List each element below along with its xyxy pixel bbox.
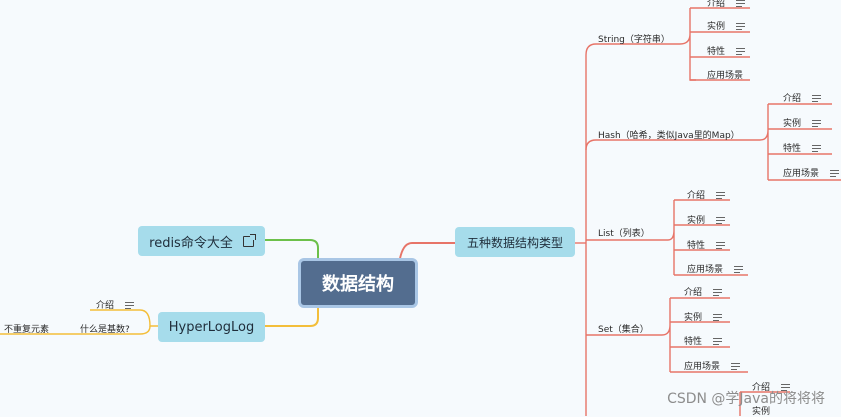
watermark: CSDN @学Java的将将将	[667, 391, 825, 407]
connector-center-hll	[265, 308, 319, 327]
note-lines-icon	[735, 46, 745, 57]
hash-intro-label: 介绍	[783, 94, 802, 104]
note-lines-icon	[712, 287, 722, 298]
set-feature-item[interactable]: 特性	[684, 334, 722, 347]
note-lines-icon	[811, 143, 821, 154]
list-example-item[interactable]: 实例	[687, 213, 725, 226]
note-lines-icon	[735, 21, 745, 32]
note-lines-icon	[715, 215, 725, 226]
partial-example-item[interactable]: 实例	[752, 404, 770, 417]
hll-answer-item[interactable]: 不重复元素	[4, 322, 49, 335]
list-intro-item[interactable]: 介绍	[687, 188, 725, 201]
note-lines-icon	[780, 382, 790, 393]
hll-question-item[interactable]: 什么是基数?	[80, 322, 130, 335]
note-lines-icon	[712, 312, 722, 323]
string-feature-item[interactable]: 特性	[707, 44, 745, 57]
string-scenario-item[interactable]: 应用场景	[707, 68, 743, 81]
string-example-label: 实例	[707, 22, 726, 32]
hll-intro-item[interactable]: 介绍	[96, 298, 134, 311]
structure-string-label: String（字符串）	[598, 35, 670, 45]
partial-example-label: 实例	[752, 407, 771, 417]
set-scenario-item[interactable]: 应用场景	[684, 359, 740, 372]
data-structure-types-label: 五种数据结构类型	[466, 235, 563, 250]
set-intro-item[interactable]: 介绍	[684, 285, 722, 298]
set-intro-label: 介绍	[684, 288, 703, 298]
connector-center-redis	[265, 239, 319, 258]
string-feature-label: 特性	[707, 47, 726, 57]
redis-commands-label: redis命令大全	[149, 235, 233, 251]
partial-intro-label: 介绍	[752, 383, 771, 393]
structure-hash-label: Hash（哈希，类似Java里的Map）	[598, 131, 740, 141]
structure-string[interactable]: String（字符串）	[598, 32, 670, 45]
list-intro-label: 介绍	[687, 191, 706, 201]
note-lines-icon	[733, 264, 743, 275]
set-scenario-label: 应用场景	[684, 362, 721, 372]
structure-set-label: Set（集合）	[598, 325, 649, 335]
central-topic-label: 数据结构	[322, 274, 394, 295]
external-link-icon[interactable]	[242, 233, 256, 247]
note-lines-icon	[712, 336, 722, 347]
note-lines-icon	[811, 93, 821, 104]
data-structure-types-node[interactable]: 五种数据结构类型	[455, 227, 575, 257]
hash-example-item[interactable]: 实例	[783, 116, 821, 129]
set-example-label: 实例	[684, 313, 703, 323]
hash-scenario-label: 应用场景	[783, 169, 820, 179]
hll-intro-label: 介绍	[96, 301, 115, 311]
set-feature-label: 特性	[684, 337, 703, 347]
note-lines-icon	[829, 168, 839, 179]
hyperloglog-label: HyperLogLog	[168, 319, 255, 335]
string-scenario-label: 应用场景	[707, 71, 744, 81]
list-scenario-label: 应用场景	[687, 265, 724, 275]
partial-intro-item[interactable]: 介绍	[752, 380, 790, 393]
string-example-item[interactable]: 实例	[707, 19, 745, 32]
hyperloglog-node[interactable]: HyperLogLog	[158, 312, 265, 342]
string-intro-label: 介绍	[707, 0, 726, 9]
structure-list[interactable]: List（列表）	[598, 226, 650, 239]
redis-commands-node[interactable]: redis命令大全	[138, 226, 265, 256]
list-scenario-item[interactable]: 应用场景	[687, 262, 743, 275]
structure-hash[interactable]: Hash（哈希，类似Java里的Map）	[598, 128, 740, 141]
hll-answer-label: 不重复元素	[4, 325, 50, 335]
list-feature-label: 特性	[687, 241, 706, 251]
hash-intro-item[interactable]: 介绍	[783, 91, 821, 104]
set-example-item[interactable]: 实例	[684, 310, 722, 323]
note-lines-icon	[811, 118, 821, 129]
hash-example-label: 实例	[783, 119, 802, 129]
note-lines-icon	[124, 300, 134, 311]
hash-scenario-item[interactable]: 应用场景	[783, 166, 839, 179]
structure-list-label: List（列表）	[598, 229, 650, 239]
central-topic[interactable]: 数据结构	[298, 258, 418, 308]
list-example-label: 实例	[687, 216, 706, 226]
note-lines-icon	[730, 361, 740, 372]
string-intro-item[interactable]: 介绍	[707, 0, 745, 9]
note-lines-icon	[735, 0, 745, 9]
hll-question-label: 什么是基数?	[80, 325, 130, 335]
hash-feature-label: 特性	[783, 144, 802, 154]
hash-feature-item[interactable]: 特性	[783, 141, 821, 154]
structure-set[interactable]: Set（集合）	[598, 322, 649, 335]
note-lines-icon	[715, 190, 725, 201]
list-feature-item[interactable]: 特性	[687, 238, 725, 251]
note-lines-icon	[715, 240, 725, 251]
